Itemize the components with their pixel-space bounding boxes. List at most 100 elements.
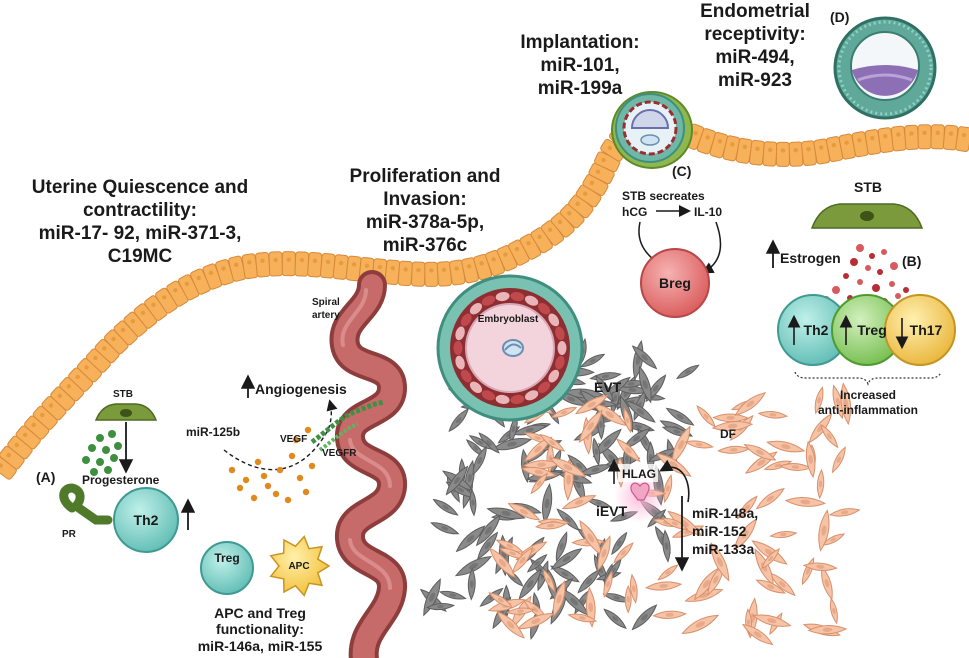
trophoblast-blob: [453, 341, 463, 355]
epithelial-cell: [890, 125, 907, 152]
estrogen-dot: [857, 279, 863, 285]
df-cell: [550, 407, 578, 418]
panel-b-summary-2: anti-inflammation: [818, 403, 918, 417]
epithelial-cell: [917, 124, 932, 150]
df-cell: [511, 546, 534, 574]
epithelial-cell: [384, 259, 401, 286]
panel-a-label: (A): [36, 469, 55, 485]
evt-cell: [638, 365, 652, 404]
proliferation-line-3: miR-378a-5p,: [366, 212, 484, 233]
panel-b-label: (B): [902, 253, 921, 269]
trophoblast-blob: [510, 394, 525, 405]
trophoblast-blob: [537, 381, 551, 394]
estrogen-dot: [872, 284, 880, 292]
evt-mir-line-1: miR-148a,: [692, 505, 758, 521]
df-cell: [657, 564, 679, 581]
receptivity-line-4: miR-923: [718, 70, 792, 91]
vegf-dot: [260, 472, 268, 480]
mir-to-hlag-arrow: [659, 459, 690, 503]
apc-label: APC: [288, 561, 309, 572]
spiral-artery: [329, 270, 408, 658]
breg-label: Breg: [659, 275, 691, 291]
df-cell: [755, 487, 785, 510]
epithelial-cell: [281, 251, 296, 277]
evt-cell: [526, 553, 548, 573]
df-cell: [681, 614, 720, 635]
estrogen-label: Estrogen: [780, 250, 841, 266]
df-cell: [801, 557, 815, 586]
epithelial-cell: [930, 124, 945, 150]
df-cell: [644, 581, 683, 591]
quiescence-line-2: contractility:: [83, 200, 197, 221]
df-cell: [831, 446, 846, 474]
progesterone-dot: [104, 466, 112, 474]
evt-cell: [469, 488, 477, 517]
embryoblast-label: Embryoblast: [478, 314, 539, 325]
df-cell: [769, 530, 798, 539]
trophoblast-blob: [495, 394, 510, 405]
apc-treg-line-2: functionality:: [216, 621, 304, 637]
epithelial-cell: [319, 253, 336, 279]
implantation-line-3: miR-199a: [538, 78, 623, 99]
evt-cell: [477, 531, 499, 560]
hcg-label: hCG: [622, 205, 647, 219]
df-cell: [552, 580, 566, 618]
trophoblast-blob: [510, 291, 525, 302]
df-cell: [623, 407, 632, 434]
progesterone-dot: [110, 454, 118, 462]
vegf-label: VEGF: [280, 434, 307, 445]
ievt-label: iEVT: [596, 503, 628, 519]
trophoblast-blob: [557, 341, 567, 355]
vegf-dot: [250, 494, 258, 502]
panel-a-stb-label: STB: [113, 389, 133, 400]
estrogen-dot: [903, 287, 909, 293]
evt-cell: [512, 424, 548, 436]
evt-cell: [585, 498, 612, 508]
evt-cell: [662, 529, 671, 563]
evt-cell: [631, 345, 658, 370]
estrogen-dot: [856, 244, 864, 252]
apc-cell: [269, 535, 331, 597]
epithelial-cell: [775, 141, 791, 167]
epithelial-cell: [722, 135, 741, 162]
progesterone-dot: [82, 456, 90, 464]
panel-a-stb-cell: [94, 403, 158, 421]
panel-b-stb-cell: [810, 203, 924, 229]
df-cell: [769, 572, 796, 597]
th2-label-a: Th2: [134, 512, 159, 528]
evt-cell: [448, 408, 469, 433]
trophoblast-blob: [469, 381, 483, 394]
vegfr-label: VEGFR: [322, 448, 357, 459]
evt-cell: [555, 531, 568, 562]
proliferation-line-2: Invasion:: [383, 189, 466, 210]
il10-label: IL-10: [694, 205, 722, 219]
evt-cell: [580, 353, 606, 368]
trophoblast-blob: [469, 302, 483, 315]
vegf-dot: [304, 426, 312, 434]
df-cell: [495, 539, 524, 553]
trophoblast-blob: [524, 390, 539, 401]
df-cell: [539, 433, 566, 452]
trophoblast-blob: [555, 326, 565, 341]
epithelial-cell: [411, 261, 426, 287]
df-cell: [832, 384, 844, 420]
df-cell: [757, 410, 789, 419]
panel-b-brace: [794, 371, 942, 386]
panel-b-stb-label: STB: [854, 179, 882, 195]
evt-cell: [611, 531, 628, 556]
trophoblast-blob: [548, 369, 560, 383]
df-cell: [784, 496, 826, 507]
progesterone-dot: [114, 442, 122, 450]
hlag-molecule: [630, 482, 650, 501]
epithelial-cell: [904, 124, 920, 151]
evt-cell: [425, 602, 456, 611]
df-cell: [567, 613, 598, 623]
il10-to-breg-arrow: [701, 221, 722, 274]
df-cell: [828, 508, 861, 517]
df-cell: [507, 502, 541, 521]
pr-receptor: [59, 483, 113, 525]
evt-cell: [432, 498, 459, 516]
epithelial-cell: [825, 136, 844, 163]
vegf-dot: [264, 482, 272, 490]
evt-cell: [467, 567, 476, 601]
